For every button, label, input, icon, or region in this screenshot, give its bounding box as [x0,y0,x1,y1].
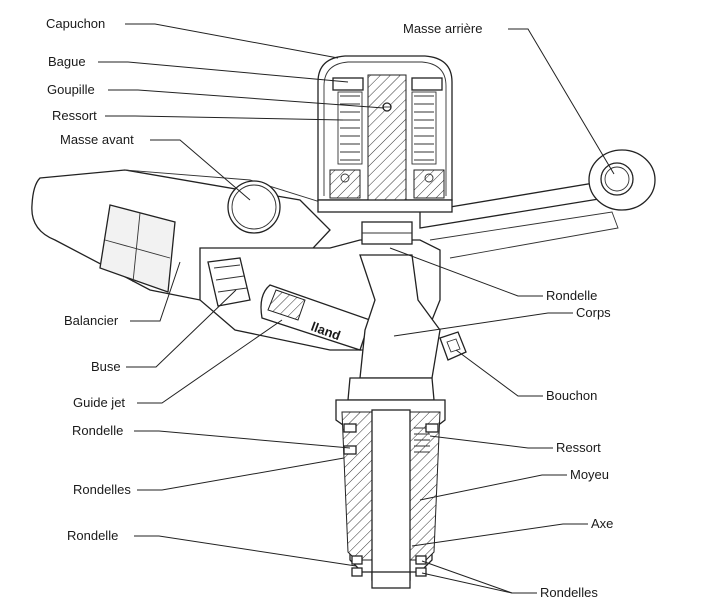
label-balancier: Balancier [64,313,119,328]
leader-corps [393,312,573,337]
plug [439,331,467,361]
label-bague: Bague [48,54,86,69]
rear-mass [588,149,656,211]
label-capuchon: Capuchon [46,16,105,31]
label-ressort-haut: Ressort [52,108,97,123]
labels: Capuchon Bague Goupille Ressort Masse av… [46,16,613,600]
label-rondelles-bas: Rondelles [540,585,598,600]
main-body [359,254,467,379]
label-rondelles-gauche: Rondelles [73,482,131,497]
label-corps: Corps [576,305,611,320]
leader-rondelles-bas-2 [421,572,513,594]
label-moyeu: Moyeu [570,467,609,482]
label-guide-jet: Guide jet [73,395,125,410]
leader-rondelle-gauche [134,430,351,449]
leader-guide-jet [137,319,283,404]
label-masse-arriere: Masse arrière [403,21,482,36]
leader-bouchon [455,349,543,397]
leader-ressort-haut [105,115,344,121]
label-rondelle-haut: Rondelle [546,288,597,303]
label-masse-avant: Masse avant [60,132,134,147]
label-ressort-bas: Ressort [556,440,601,455]
cap-assembly [317,55,453,213]
leader-rondelle-haut [389,247,543,297]
leader-rondelle-bas [134,535,357,567]
leader-balancier [130,261,181,322]
label-rondelle-gauche: Rondelle [72,423,123,438]
label-rondelle-bas: Rondelle [67,528,118,543]
sprinkler-drawing: lland [31,55,656,589]
label-buse: Buse [91,359,121,374]
cap-springs [337,91,437,165]
leader-capuchon [125,23,339,59]
hub-assembly [335,377,446,589]
label-goupille: Goupille [47,82,95,97]
leader-moyeu [419,474,567,501]
leader-axe [411,523,588,547]
leader-masse-avant [150,139,251,201]
leader-goupille [108,89,385,109]
leader-buse [126,289,237,368]
leader-masse-arriere [508,28,615,175]
leader-rondelles-gauche [137,457,345,491]
front-mass [227,180,281,234]
leader-bague [98,61,349,83]
leader-lines [98,23,615,594]
leader-ressort-bas [429,435,553,449]
label-bouchon: Bouchon [546,388,597,403]
label-axe: Axe [591,516,613,531]
